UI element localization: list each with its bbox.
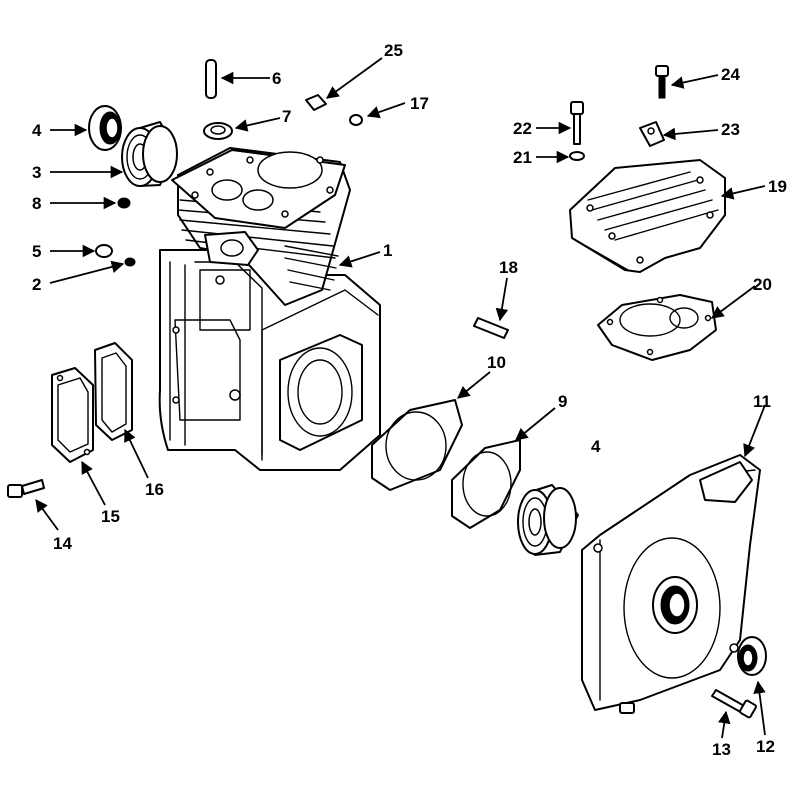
bolt-14 — [7, 479, 45, 498]
ball-bearing-right — [517, 484, 579, 556]
callout-25: 25 — [384, 41, 403, 60]
callout-10: 10 — [487, 353, 506, 372]
callout-23: 23 — [721, 120, 740, 139]
callout-20: 20 — [753, 275, 772, 294]
bolt-24 — [655, 65, 669, 99]
callout-1: 1 — [383, 241, 393, 260]
callout-24: 24 — [721, 65, 740, 84]
callout-7: 7 — [282, 107, 292, 126]
part-25 — [305, 94, 327, 111]
part-8 — [117, 197, 131, 209]
callout-18: 18 — [499, 258, 518, 277]
callout-4-bearing: 4 — [591, 437, 601, 456]
callout-6: 6 — [272, 69, 282, 88]
cylinder-fins — [171, 147, 351, 306]
callout-17: 17 — [410, 94, 429, 113]
gasket-9 — [451, 439, 521, 529]
part-6 — [205, 59, 217, 99]
leader-lines — [35, 57, 766, 739]
bolt-13 — [711, 689, 757, 719]
oil-seal-12 — [737, 636, 767, 676]
head-bolt-22 — [570, 101, 584, 145]
ball-bearing-left — [121, 121, 178, 187]
callout-21: 21 — [513, 148, 532, 167]
callout-3: 3 — [32, 163, 42, 182]
side-cover-15 — [51, 367, 94, 463]
part-2 — [124, 257, 136, 267]
small-parts — [95, 59, 363, 267]
crankcase-block — [158, 249, 381, 471]
callout-11: 11 — [753, 392, 771, 411]
cylinder-head-19 — [569, 159, 726, 273]
gasket-10 — [371, 399, 463, 491]
dowel-18 — [473, 317, 509, 339]
callout-13: 13 — [712, 740, 731, 759]
callout-14: 14 — [53, 534, 72, 553]
oil-seal-left — [88, 105, 122, 151]
callout-16: 16 — [145, 480, 164, 499]
bearing-plate-11 — [581, 454, 761, 714]
washer-21 — [569, 151, 585, 161]
callout-2: 2 — [32, 275, 42, 294]
callout-22: 22 — [513, 119, 532, 138]
part-17 — [349, 114, 363, 126]
bracket-23 — [639, 121, 665, 147]
callout-12: 12 — [756, 737, 775, 756]
callout-4-seal: 4 — [32, 121, 42, 140]
callout-8: 8 — [32, 194, 42, 213]
head-gasket-20 — [597, 294, 717, 361]
callout-5: 5 — [32, 242, 42, 261]
callout-15: 15 — [101, 507, 120, 526]
gasket-16 — [94, 342, 133, 441]
callout-19: 19 — [768, 177, 787, 196]
part-5 — [95, 244, 113, 258]
callout-9: 9 — [558, 392, 568, 411]
